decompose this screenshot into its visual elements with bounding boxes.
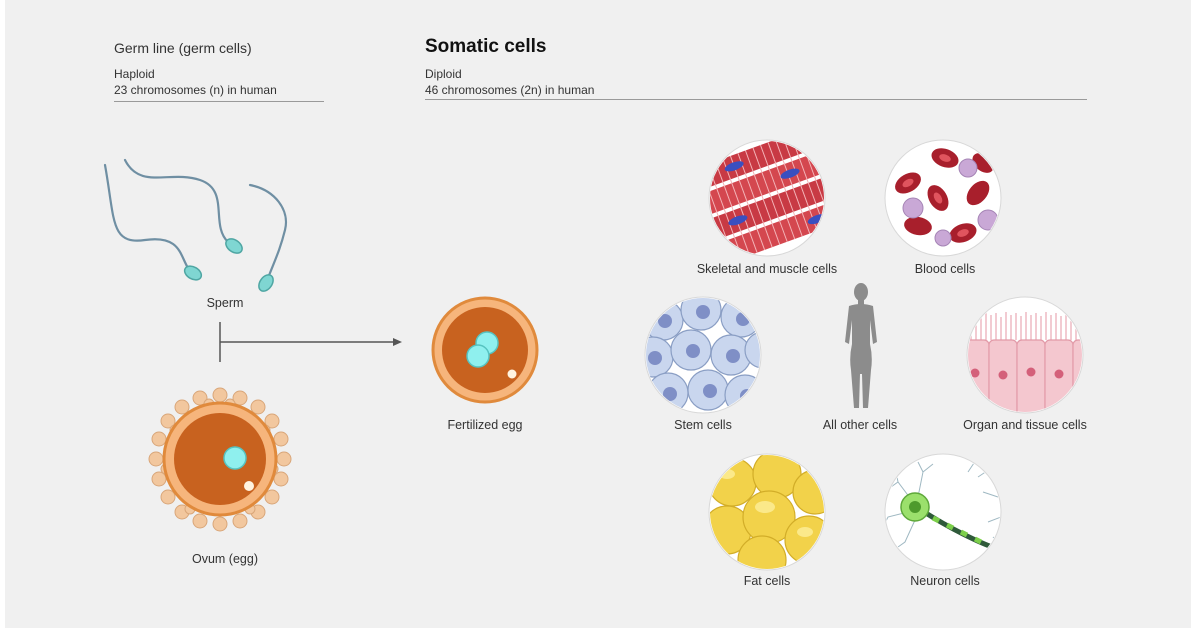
muscle-cells-illustration (708, 139, 826, 257)
neuron-cells-label: Neuron cells (910, 574, 980, 588)
fertilized-egg-illustration (431, 296, 539, 404)
diagram-canvas: Germ line (germ cells) Haploid 23 chromo… (5, 0, 1191, 628)
organ-cells-illustration (966, 296, 1084, 414)
blood-cells-label: Blood cells (914, 262, 976, 276)
fertilized-egg-label: Fertilized egg (447, 418, 523, 432)
fat-cells-label: Fat cells (743, 574, 791, 588)
germ-line-title: Germ line (germ cells) (114, 40, 252, 56)
stem-cells-illustration (644, 296, 762, 414)
neuron-cells-illustration (884, 453, 1002, 571)
blood-cells-illustration (884, 139, 1002, 257)
ovum-illustration (148, 387, 292, 532)
fusion-arrow (219, 322, 402, 362)
fat-cells-illustration (708, 453, 826, 571)
stem-cells-label: Stem cells (674, 418, 732, 432)
germ-chromosomes: 23 chromosomes (n) in human (114, 83, 277, 97)
ovum-label: Ovum (egg) (192, 552, 258, 566)
germ-divider (114, 101, 324, 102)
somatic-divider (425, 99, 1087, 100)
organ-cells-label: Organ and tissue cells (963, 418, 1087, 432)
somatic-ploidy: Diploid (425, 67, 462, 81)
somatic-chromosomes: 46 chromosomes (2n) in human (425, 83, 595, 97)
other-cells-label: All other cells (822, 418, 898, 432)
somatic-title: Somatic cells (425, 36, 547, 57)
sperm-label: Sperm (206, 296, 244, 310)
sperm-illustration (103, 158, 288, 292)
muscle-cells-label: Skeletal and muscle cells (696, 262, 838, 276)
human-silhouette-icon (845, 283, 877, 408)
germ-ploidy: Haploid (114, 67, 155, 81)
